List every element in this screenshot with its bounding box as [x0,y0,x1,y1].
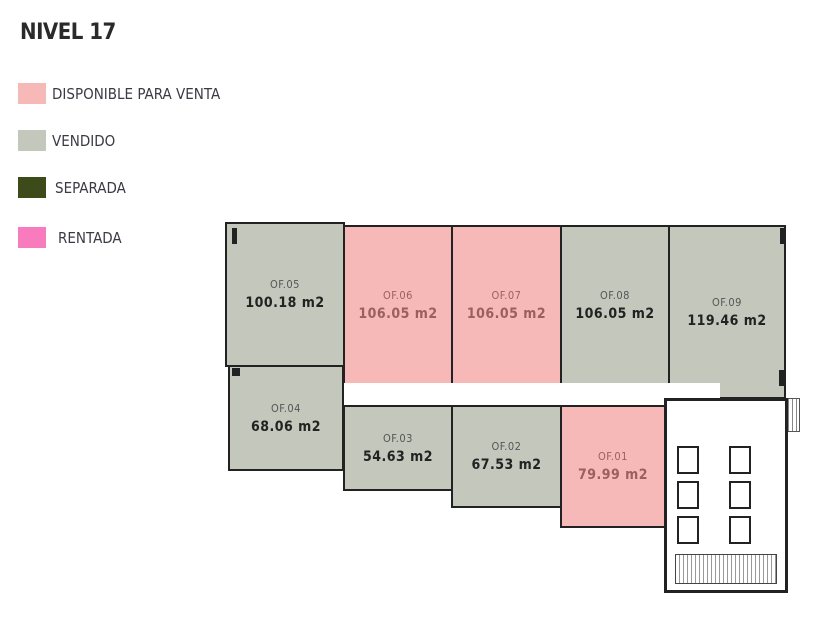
office-area: 79.99 m2 [577,467,649,483]
elevator [677,516,699,544]
office-id: OF.07 [491,288,522,302]
column [780,228,785,244]
office-04[interactable]: OF.04 68.06 m2 [228,365,344,471]
office-area: 100.18 m2 [245,295,325,311]
office-07[interactable]: OF.07 106.05 m2 [451,225,562,385]
elevator [677,481,699,509]
office-id: OF.09 [712,295,742,309]
level-title: NIVEL 17 [20,20,116,45]
service-core [664,398,788,593]
office-id: OF.08 [600,288,630,302]
elevator [729,446,751,474]
elevator [729,516,751,544]
office-09[interactable]: OF.09 119.46 m2 [668,225,786,399]
office-id: OF.06 [383,288,413,302]
office-id: OF.02 [491,440,522,453]
legend-item-separada: SEPARADA [18,177,126,198]
legend-swatch [18,177,46,198]
legend-label: RENTADA [58,228,122,247]
office-id: OF.01 [598,450,628,463]
office-08[interactable]: OF.08 106.05 m2 [560,225,670,385]
stairwell [675,554,777,584]
office-area: 67.53 m2 [471,457,542,473]
office-area: 119.46 m2 [687,312,767,329]
legend-swatch [18,227,46,248]
office-area: 54.63 m2 [362,448,434,465]
office-id: OF.03 [383,431,413,445]
office-05[interactable]: OF.05 100.18 m2 [225,222,345,367]
legend-label: SEPARADA [55,178,126,197]
office-area: 106.05 m2 [358,305,438,322]
office-area: 106.05 m2 [466,305,547,322]
column [779,370,784,386]
column [232,228,237,244]
legend-swatch [18,130,46,151]
office-06[interactable]: OF.06 106.05 m2 [343,225,453,385]
elevator [729,481,751,509]
office-01[interactable]: OF.01 79.99 m2 [560,405,666,528]
legend-swatch [18,83,46,104]
office-03[interactable]: OF.03 54.63 m2 [343,405,453,491]
office-id: OF.05 [270,278,300,291]
legend-item-disponible: DISPONIBLE PARA VENTA [18,83,220,104]
office-area: 106.05 m2 [575,305,655,322]
legend-label: DISPONIBLE PARA VENTA [52,84,221,103]
office-area: 68.06 m2 [250,418,322,435]
office-02[interactable]: OF.02 67.53 m2 [451,405,562,508]
elevator [677,446,699,474]
legend-label: VENDIDO [52,131,116,150]
legend-item-rentada: RENTADA [18,227,122,248]
column [232,368,240,376]
office-id: OF.04 [271,401,301,415]
corridor [343,383,720,405]
legend-item-vendido: VENDIDO [18,130,115,151]
